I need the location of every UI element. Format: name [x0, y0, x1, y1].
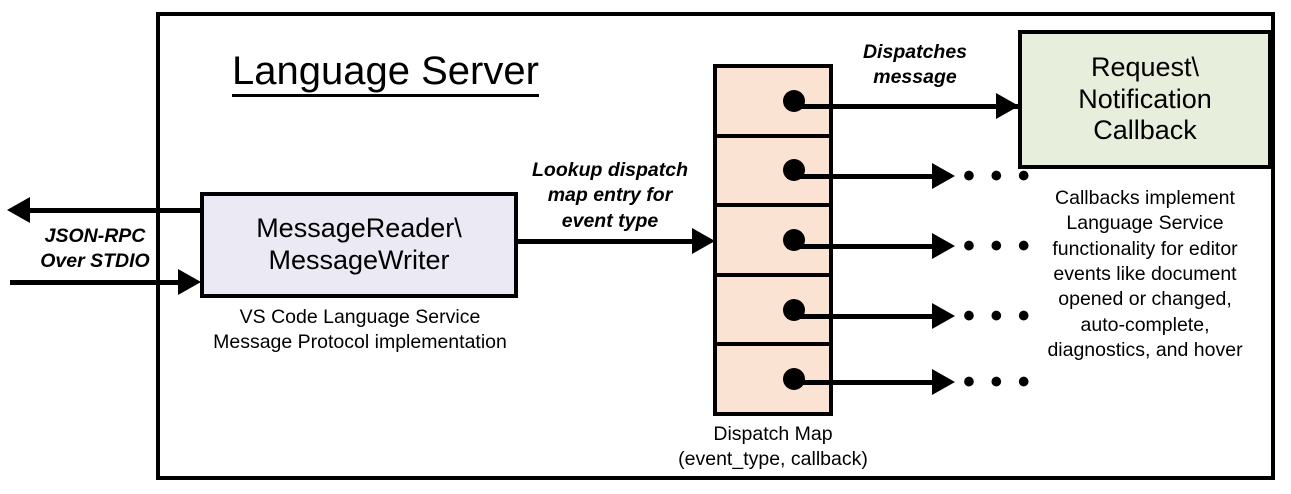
dispatch-map-row-4[interactable] [717, 277, 829, 347]
message-reader-writer-label: MessageReader\ MessageWriter [256, 213, 462, 277]
dispatch-row-5-line [787, 380, 937, 385]
jsonrpc-edge-label: JSON-RPC Over STDIO [20, 224, 170, 275]
dispatch-row-5-arrowhead [932, 369, 955, 395]
dispatches-label-line-2: message [873, 66, 957, 89]
dispatch-row-4-arrowhead [932, 303, 955, 329]
page-title: Language Server [232, 50, 539, 97]
dispatch-map-row-3[interactable] [717, 207, 829, 277]
dispatch-row-2-line [787, 174, 937, 179]
dispatch-row-3-arrowhead [932, 233, 955, 259]
callback-caption-line-7: diagnostics, and hover [1047, 339, 1243, 362]
jsonrpc-label-line-2: Over STDIO [40, 250, 150, 273]
lookup-edge-line [518, 239, 696, 244]
jsonrpc-out-arrowhead [7, 197, 30, 223]
dispatch-row-4-line [787, 314, 937, 319]
callback-label-line-2: Notification [1078, 83, 1212, 114]
dispatch-map-table[interactable] [713, 64, 833, 416]
callback-caption-line-5: opened or changed, [1058, 288, 1232, 311]
message-rw-caption-line-2: Message Protocol implementation [213, 331, 507, 354]
dispatch-row-4-ellipsis: • • • [963, 297, 1033, 335]
dispatch-row-5-ellipsis: • • • [963, 363, 1033, 401]
message-reader-writer-box[interactable]: MessageReader\ MessageWriter [200, 192, 518, 298]
jsonrpc-in-arrowhead [178, 269, 201, 295]
dispatch-row-1-arrowhead [996, 93, 1019, 119]
lookup-label-line-3: event type [561, 209, 659, 232]
message-rw-label-line-1: MessageReader\ [256, 213, 462, 244]
callback-description-caption: Callbacks implement Language Service fun… [1010, 186, 1280, 363]
callback-caption-line-4: events like document [1053, 263, 1237, 286]
dispatch-map-row-1[interactable] [717, 68, 829, 138]
callback-caption-line-6: auto-complete, [1080, 313, 1210, 336]
dispatches-edge-label: Dispatches message [840, 40, 990, 91]
message-rw-caption-line-1: VS Code Language Service [239, 306, 481, 328]
dispatches-label-line-1: Dispatches [862, 41, 968, 63]
lookup-label-line-2: map entry for [547, 184, 673, 207]
language-server-container [156, 12, 1275, 480]
dispatch-row-3-ellipsis: • • • [963, 227, 1033, 265]
lookup-edge-label: Lookup dispatch map entry for event type [519, 158, 701, 234]
jsonrpc-out-line [30, 208, 208, 213]
dispatch-map-caption: Dispatch Map (event_type, callback) [653, 422, 893, 473]
callback-label-line-1: Request\ [1090, 51, 1200, 82]
jsonrpc-label-line-1: JSON-RPC [44, 225, 146, 247]
jsonrpc-in-line [10, 280, 180, 285]
callback-label-line-3: Callback [1093, 115, 1197, 146]
message-reader-writer-caption: VS Code Language Service Message Protoco… [185, 305, 535, 356]
request-notification-callback-box[interactable]: Request\ Notification Callback [1018, 30, 1272, 169]
callback-caption-line-1: Callbacks implement [1055, 187, 1235, 209]
callback-caption-line-3: functionality for editor [1052, 237, 1238, 260]
dispatch-map-caption-line-2: (event_type, callback) [678, 448, 868, 471]
lookup-edge-arrowhead [692, 228, 715, 254]
dispatch-row-3-line [787, 244, 937, 249]
message-rw-label-line-2: MessageWriter [268, 245, 450, 275]
dispatch-map-caption-line-1: Dispatch Map [713, 423, 833, 445]
dispatch-map-row-2[interactable] [717, 138, 829, 208]
lookup-label-line-1: Lookup dispatch [532, 159, 688, 181]
dispatch-row-1-line [787, 104, 1018, 109]
callback-caption-line-2: Language Service [1066, 212, 1224, 235]
dispatch-row-2-arrowhead [932, 163, 955, 189]
callback-box-label: Request\ Notification Callback [1078, 52, 1212, 148]
